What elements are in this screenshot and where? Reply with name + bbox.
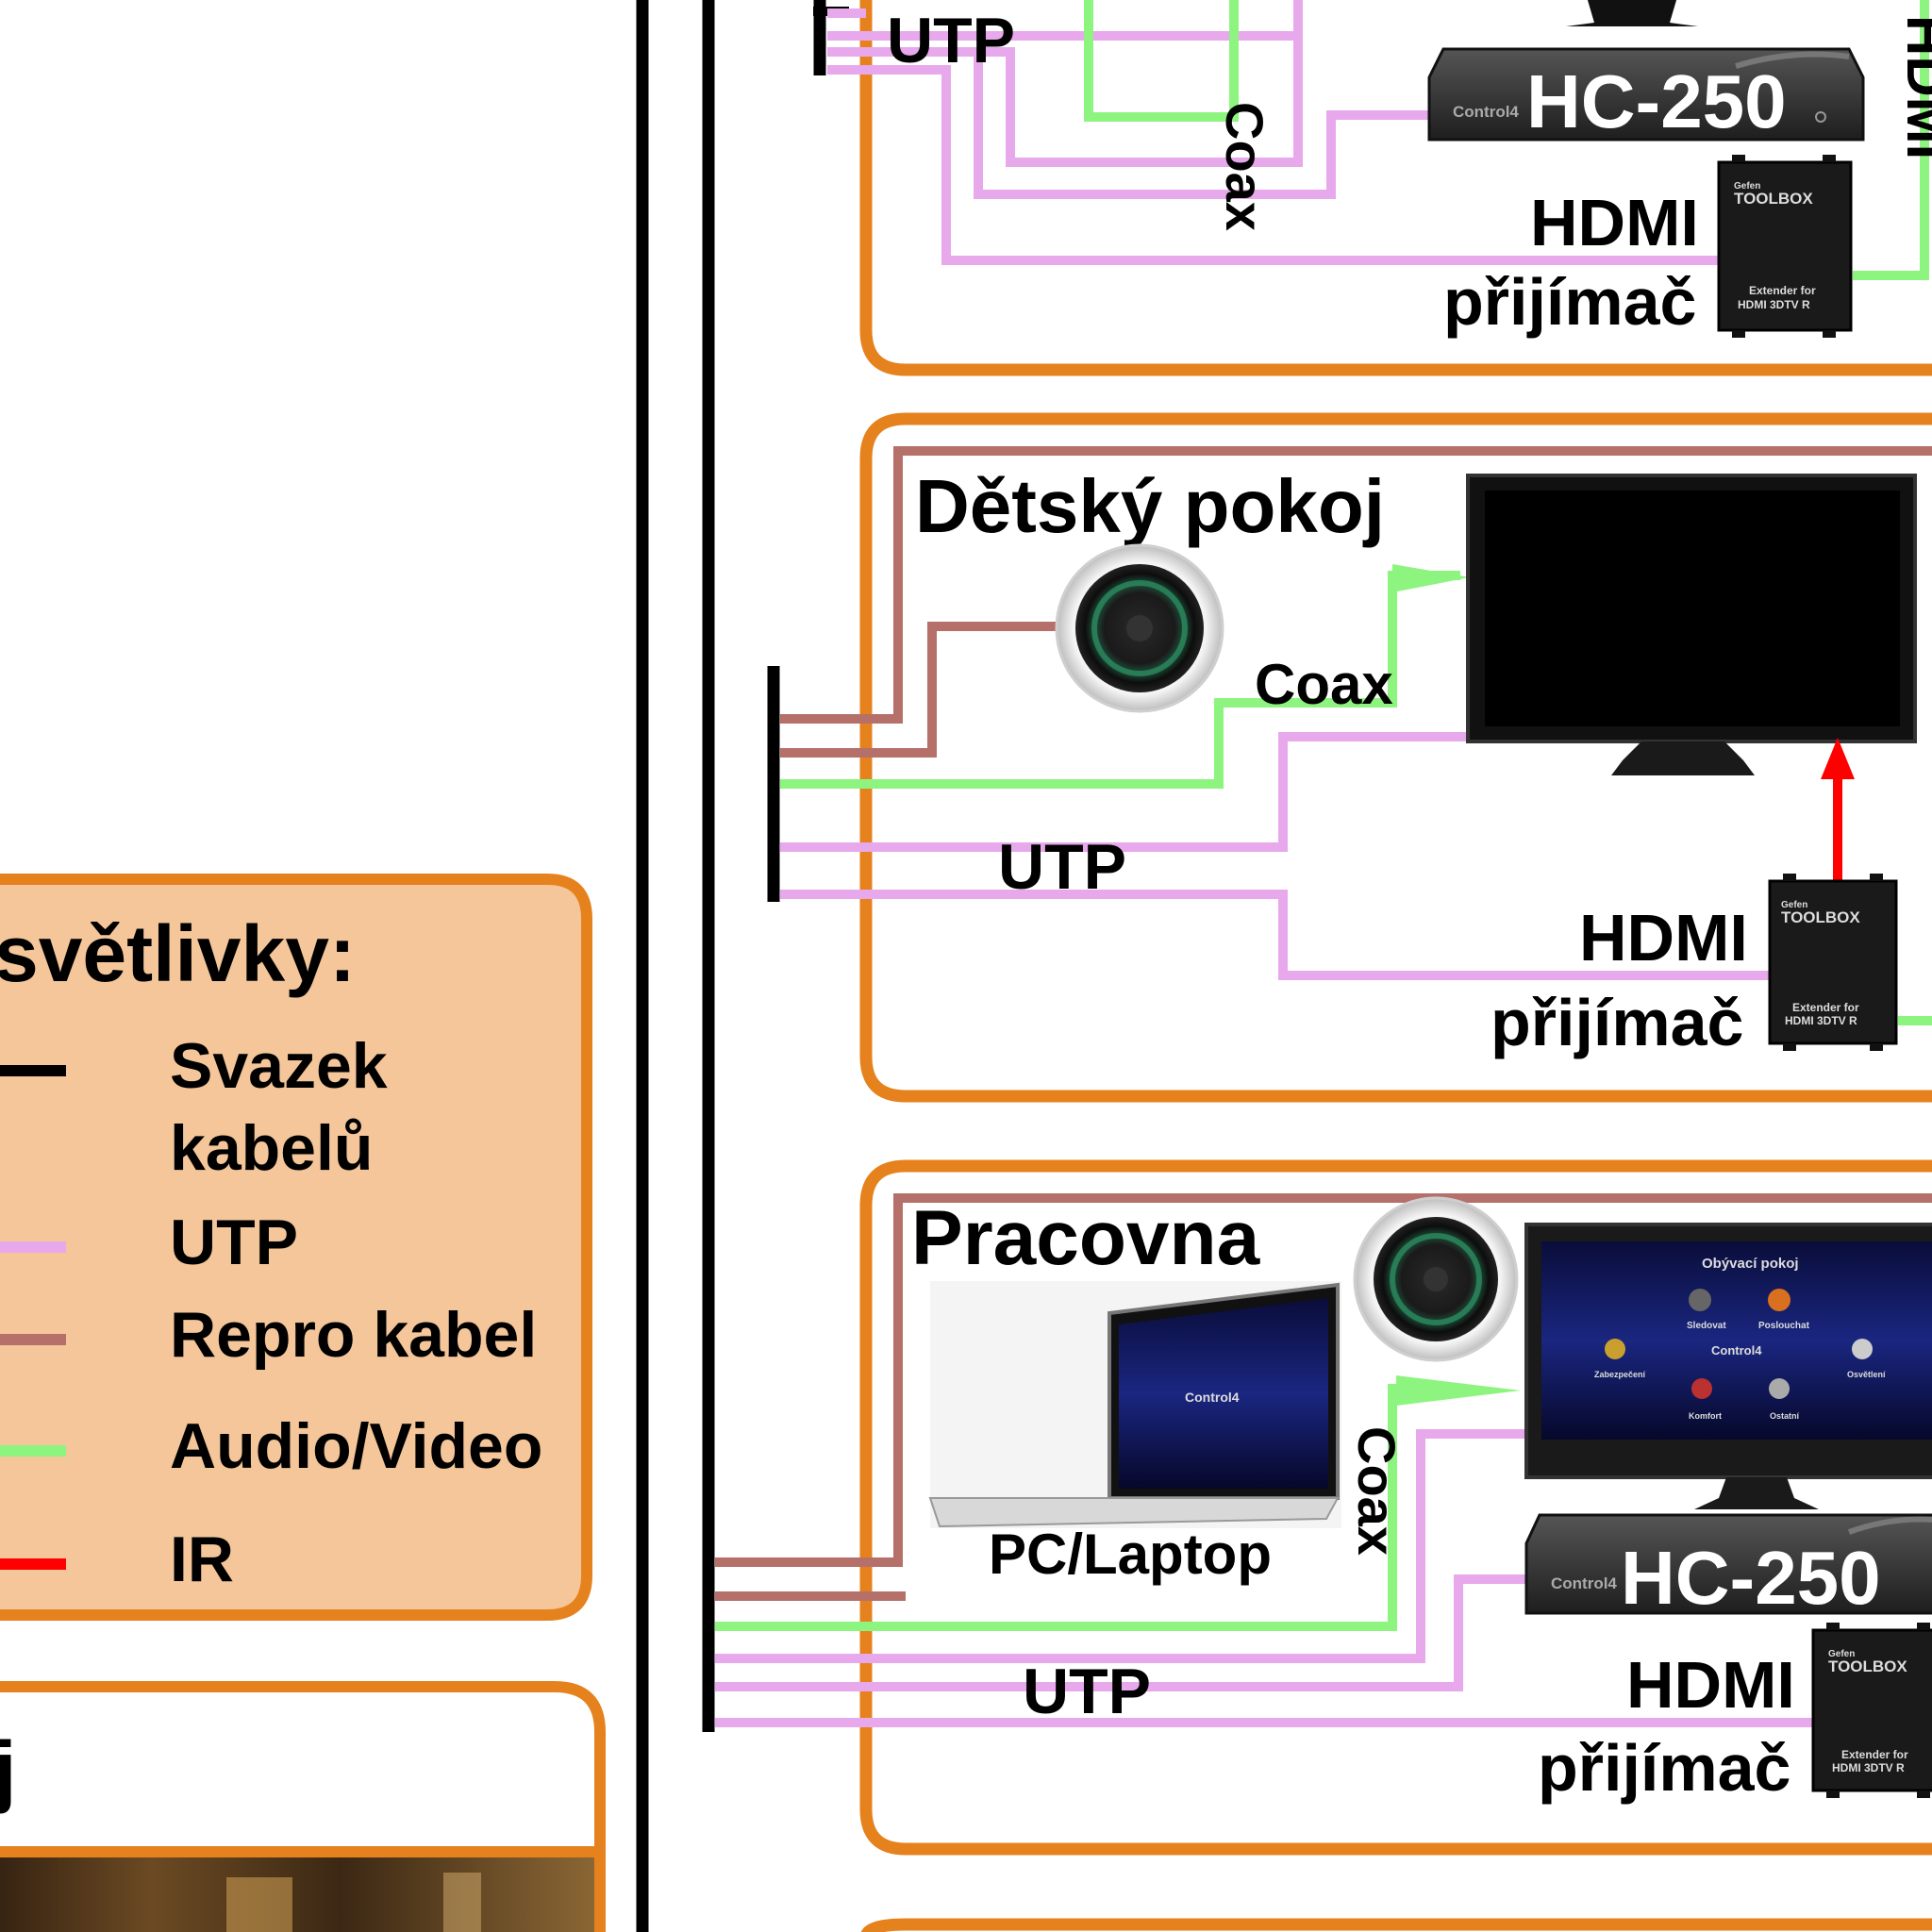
top-gefen-receiver: Gefen TOOLBOX Extender for HDMI 3DTV R — [1717, 155, 1853, 338]
pracovna-laptop-screen-brand: Control4 — [1185, 1390, 1240, 1405]
detsky-av-arrowhead — [1392, 564, 1470, 592]
pracovna-utp-line-2 — [715, 1574, 1526, 1691]
pracovna-tv-screen-title: Obývací pokoj — [1702, 1256, 1799, 1272]
pracovna-tv: Obývací pokoj Sledovat Poslouchat Zabezp… — [1524, 1223, 1932, 1509]
legend-label-utp: UTP — [170, 1207, 298, 1278]
svg-text:HDMI 3DTV R: HDMI 3DTV R — [1832, 1761, 1905, 1774]
bottom-room-frame — [861, 1918, 1932, 1932]
room-detsky-pokoj: Dětský pokoj Coax UTP HDMI přijí — [767, 412, 1932, 1103]
top-hc250-brand: Control4 — [1453, 103, 1519, 121]
pracovna-tv-icon-2 — [1768, 1289, 1790, 1311]
detsky-ir-arrowhead — [1821, 738, 1855, 779]
pracovna-tv-menu-6: Ostatní — [1770, 1411, 1800, 1421]
top-hc250-model: HC-250 — [1526, 59, 1787, 143]
legend-panel — [0, 874, 592, 1621]
legend-title: světlivky: — [0, 909, 356, 998]
detsky-speaker — [1055, 543, 1224, 713]
svg-text:TOOLBOX: TOOLBOX — [1734, 190, 1813, 208]
room-pracovna-frame — [859, 1159, 1932, 1856]
svg-text:Extender for: Extender for — [1841, 1748, 1908, 1761]
detsky-repro-line-2 — [780, 622, 1132, 758]
pracovna-tv-icon-3 — [1605, 1339, 1625, 1359]
top-hdmi-label: HDMI — [1895, 15, 1932, 159]
top-hc250-controller: Control4 HC-250 — [1427, 47, 1865, 143]
svg-text:Extender for: Extender for — [1749, 284, 1816, 297]
pracovna-tv-menu-2: Poslouchat — [1758, 1321, 1810, 1331]
room-photo — [0, 1857, 594, 1932]
top-utp-line-4 — [827, 47, 1429, 199]
pracovna-hc250-model: HC-250 — [1621, 1536, 1881, 1620]
legend-label-repro: Repro kabel — [170, 1299, 537, 1371]
svg-text:Gefen: Gefen — [1828, 1649, 1855, 1659]
room-photo-light-2 — [443, 1873, 481, 1932]
bottom-left-room: j — [0, 1681, 606, 1932]
pracovna-tv-menu-5: Komfort — [1689, 1411, 1722, 1421]
room-detsky-pokoj-title: Dětský pokoj — [915, 464, 1385, 548]
pracovna-utp-label: UTP — [1023, 1656, 1151, 1727]
detsky-coax-label: Coax — [1255, 653, 1393, 716]
room-pracovna-title: Pracovna — [911, 1195, 1261, 1281]
pracovna-tv-menu-1: Sledovat — [1687, 1321, 1726, 1331]
legend: světlivky: Svazek kabelů UTP Repro kabel… — [0, 874, 592, 1621]
legend-label-ir: IR — [170, 1524, 234, 1595]
bottom-left-room-title: j — [0, 1725, 16, 1814]
top-receiver-label-2: přijímač — [1443, 265, 1696, 339]
pracovna-utp-line-1 — [715, 1429, 1526, 1663]
svg-text:HDMI 3DTV R: HDMI 3DTV R — [1738, 298, 1810, 311]
detsky-tv — [1466, 474, 1917, 775]
pracovna-coax-label: Coax — [1347, 1426, 1407, 1556]
pracovna-laptop-label: PC/Laptop — [989, 1523, 1272, 1586]
pracovna-tv-icon-4 — [1852, 1339, 1873, 1359]
pracovna-tv-icon-6 — [1769, 1378, 1790, 1399]
pracovna-tv-icon-1 — [1689, 1289, 1711, 1311]
svg-text:Gefen: Gefen — [1781, 900, 1807, 910]
pracovna-tv-menu-3: Zabezpečení — [1594, 1370, 1646, 1379]
room-pracovna: Pracovna UTP Coax Control4 PC/Lapto — [715, 1159, 1932, 1856]
svg-text:TOOLBOX: TOOLBOX — [1828, 1657, 1907, 1675]
pracovna-hc250-controller: Control4 HC-250 — [1524, 1513, 1932, 1620]
legend-label-bundle-2: kabelů — [170, 1112, 373, 1184]
pracovna-av-arrowhead — [1396, 1375, 1521, 1406]
detsky-utp-line-2 — [780, 890, 1770, 980]
pracovna-receiver-label-2: přijímač — [1538, 1731, 1790, 1805]
detsky-receiver-label-2: přijímač — [1491, 986, 1743, 1059]
svg-text:Extender for: Extender for — [1792, 1001, 1859, 1014]
pracovna-tv-menu-4: Osvětlení — [1847, 1370, 1886, 1379]
pracovna-gefen-receiver: Gefen TOOLBOX Extender for HDMI 3DTV R — [1811, 1623, 1932, 1798]
top-coax-label: Coax — [1215, 102, 1274, 231]
svg-text:HDMI 3DTV R: HDMI 3DTV R — [1785, 1014, 1857, 1027]
top-av-line-2 — [1853, 0, 1929, 280]
top-tv-stand — [1566, 0, 1698, 26]
pracovna-hc250-brand: Control4 — [1551, 1574, 1617, 1592]
detsky-receiver-label-1: HDMI — [1579, 901, 1748, 974]
top-utp-label: UTP — [887, 5, 1015, 76]
top-utp-line-5 — [827, 65, 1719, 265]
detsky-utp-line-1 — [780, 732, 1477, 852]
top-utp-line-2 — [827, 0, 1303, 41]
pracovna-tv-icon-5 — [1691, 1378, 1712, 1399]
top-room: UTP Coax HDMI Control4 HC-250 HDMI přijí… — [813, 0, 1932, 376]
detsky-gefen-receiver: Gefen TOOLBOX Extender for HDMI 3DTV R — [1768, 874, 1898, 1051]
legend-label-av: Audio/Video — [170, 1410, 542, 1482]
svg-text:Gefen: Gefen — [1734, 181, 1760, 192]
pracovna-laptop: Control4 — [928, 1281, 1341, 1528]
detsky-utp-label: UTP — [998, 831, 1126, 903]
pracovna-tv-brand: Control4 — [1711, 1343, 1762, 1357]
pracovna-receiver-label-1: HDMI — [1626, 1648, 1795, 1722]
top-av-line-1 — [1084, 0, 1239, 122]
svg-text:TOOLBOX: TOOLBOX — [1781, 908, 1860, 926]
top-room-frame — [859, 0, 1932, 376]
top-receiver-label-1: HDMI — [1530, 186, 1699, 259]
legend-label-bundle: Svazek — [170, 1030, 388, 1102]
detsky-repro-line-1 — [780, 446, 1932, 724]
pracovna-speaker — [1353, 1196, 1519, 1362]
room-photo-light — [226, 1877, 292, 1932]
